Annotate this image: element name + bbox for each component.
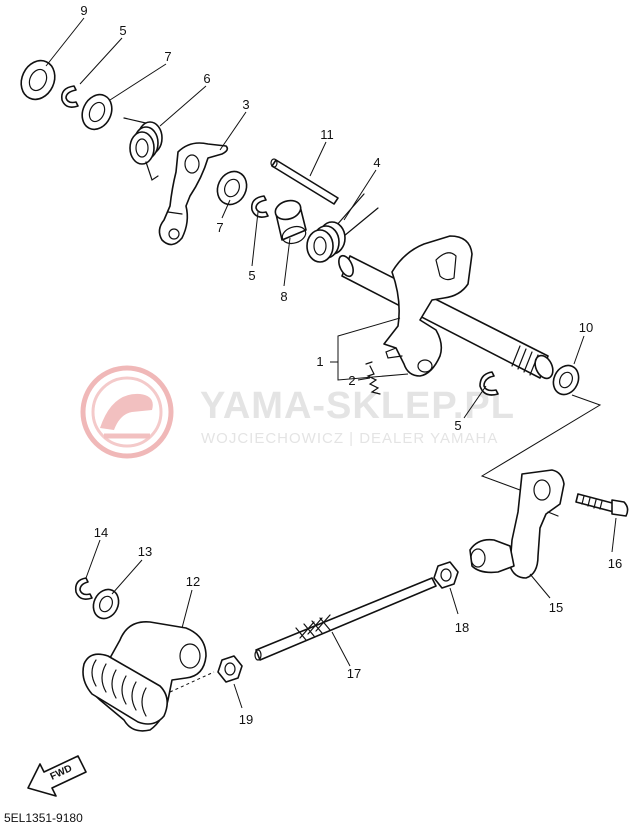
callout-12: 12 [186, 574, 200, 589]
leader-lines [45, 17, 617, 709]
callout-1: 1 [316, 354, 323, 369]
shift-shaft-part-1 [338, 235, 554, 380]
callout-5-mid: 5 [248, 268, 255, 283]
callout-7-top: 7 [164, 49, 171, 64]
washer-part-7-top [81, 93, 113, 131]
callout-14: 14 [94, 525, 108, 540]
spring-part-6 [123, 117, 163, 181]
callout-15: 15 [549, 600, 563, 615]
watermark: YAMA-SKLEP.PL WOJCIECHOWICZ | DEALER YAM… [80, 365, 515, 459]
callout-8: 8 [280, 289, 287, 304]
washer-part-9 [20, 59, 56, 101]
callout-19: 19 [239, 712, 253, 727]
bolt-part-16 [575, 493, 629, 517]
pin-part-11 [270, 158, 339, 205]
callout-11: 11 [320, 127, 334, 142]
circlip-part-14 [74, 577, 93, 600]
spring-part-4 [306, 193, 379, 263]
callout-5-top: 5 [119, 23, 126, 38]
callout-16: 16 [608, 556, 622, 571]
circlip-part-5-top [60, 85, 79, 108]
circlip-part-5-lower [479, 371, 499, 396]
washer-part-13 [92, 588, 120, 620]
callout-13: 13 [138, 544, 152, 559]
watermark-logo [80, 365, 174, 459]
nut-part-18 [433, 561, 459, 589]
washer-part-7-mid [216, 170, 248, 206]
watermark-title: YAMA-SKLEP.PL [200, 385, 515, 427]
callout-18: 18 [455, 620, 469, 635]
callout-10: 10 [579, 320, 593, 335]
callout-6: 6 [203, 71, 210, 86]
fwd-arrow-icon: FWD [27, 755, 87, 797]
shift-pedal-part-12 [82, 621, 215, 732]
shift-rod-part-17 [254, 577, 437, 661]
callout-5-lower: 5 [454, 418, 461, 433]
callout-numbers: 9 5 7 6 3 7 5 8 11 4 1 2 5 10 16 15 18 1… [80, 3, 622, 727]
callout-9: 9 [80, 3, 87, 18]
callout-17: 17 [347, 666, 361, 681]
watermark-subtitle: WOJCIECHOWICZ | DEALER YAMAHA [201, 430, 498, 447]
callout-3: 3 [242, 97, 249, 112]
collar-part-8 [274, 199, 307, 245]
spring-part-2 [365, 361, 381, 395]
washer-part-10 [552, 364, 580, 396]
nut-part-19 [217, 655, 243, 683]
shift-arm-part-15 [469, 469, 565, 579]
callout-7-mid: 7 [216, 220, 223, 235]
lever-part-3 [158, 142, 229, 246]
assembly-guide-line [480, 394, 602, 491]
circlip-part-5-mid [250, 195, 269, 218]
callout-2: 2 [348, 373, 355, 388]
diagram-code: 5EL1351-9180 [4, 811, 83, 825]
callout-4: 4 [373, 155, 380, 170]
